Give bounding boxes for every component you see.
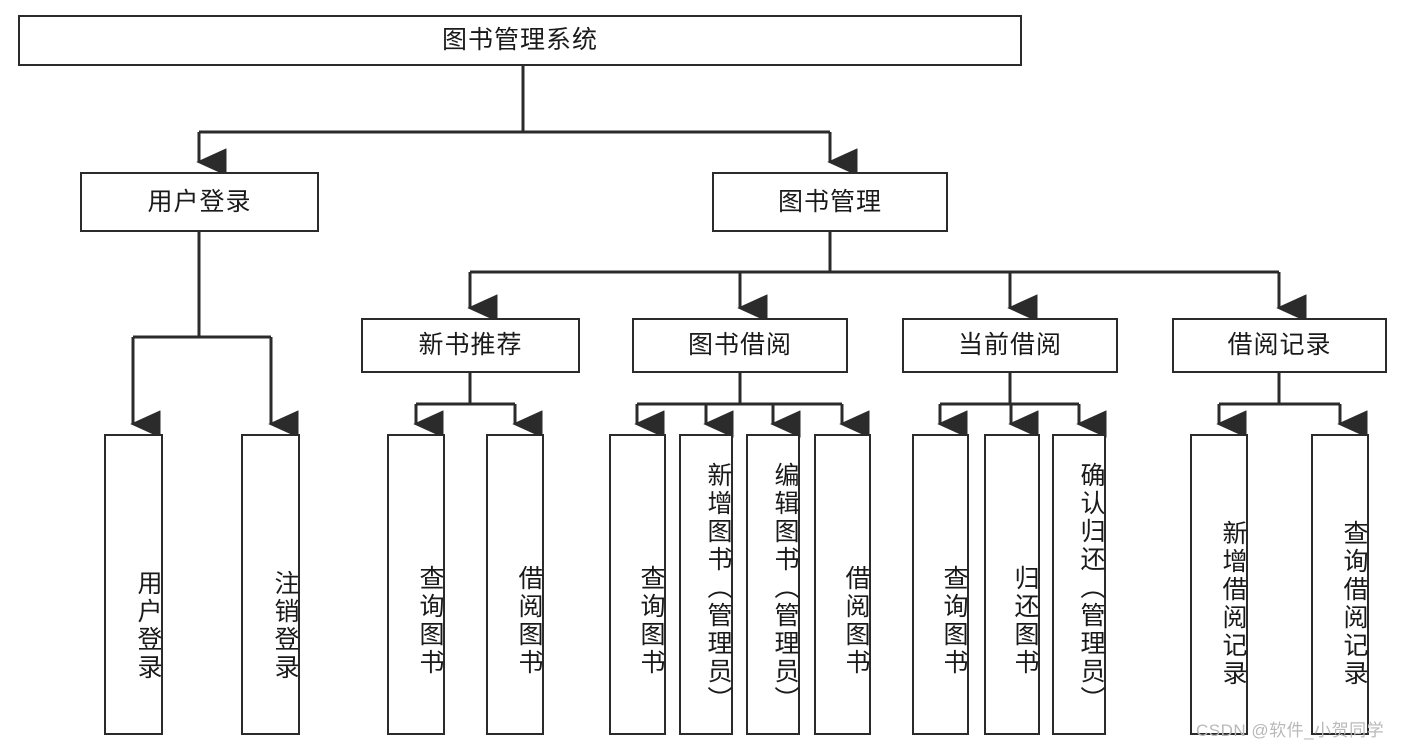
node-new-book-recommend[interactable]: 新书推荐 bbox=[361, 318, 580, 373]
node-leaf-borrow-book-label: 借阅图书 bbox=[842, 564, 870, 677]
node-leaf-query-book-current-label: 查询图书 bbox=[940, 564, 968, 677]
node-root-label: 图书管理系统 bbox=[441, 26, 598, 55]
node-leaf-edit-book[interactable]: 编辑图书（管理员） bbox=[746, 434, 800, 735]
node-user-login[interactable]: 用户登录 bbox=[80, 172, 319, 232]
node-leaf-query-book-recommend-label: 查询图书 bbox=[416, 564, 444, 677]
node-leaf-user-login-label: 用户登录 bbox=[134, 569, 162, 682]
node-current-borrow-label: 当前借阅 bbox=[957, 331, 1062, 360]
node-book-borrow[interactable]: 图书借阅 bbox=[632, 318, 848, 373]
node-leaf-borrow-book-recommend[interactable]: 借阅图书 bbox=[486, 434, 544, 735]
node-leaf-add-book[interactable]: 新增图书（管理员） bbox=[679, 434, 733, 735]
node-leaf-add-book-label: 新增图书（管理员） bbox=[704, 461, 732, 714]
node-user-login-label: 用户登录 bbox=[147, 187, 252, 216]
csdn-watermark: CSDN @软件_小贺同学 bbox=[1196, 721, 1385, 740]
node-leaf-add-borrow-record[interactable]: 新增借阅记录 bbox=[1190, 434, 1248, 735]
node-new-book-recommend-label: 新书推荐 bbox=[418, 331, 523, 360]
node-leaf-query-borrow-record[interactable]: 查询借阅记录 bbox=[1311, 434, 1369, 735]
node-leaf-return-book-label: 归还图书 bbox=[1011, 564, 1039, 677]
node-leaf-query-book-recommend[interactable]: 查询图书 bbox=[387, 434, 445, 735]
node-book-borrow-label: 图书借阅 bbox=[687, 331, 792, 360]
node-borrow-record-label: 借阅记录 bbox=[1227, 331, 1332, 360]
node-leaf-confirm-return[interactable]: 确认归还（管理员） bbox=[1052, 434, 1106, 735]
node-borrow-record[interactable]: 借阅记录 bbox=[1172, 318, 1387, 373]
node-book-management-label: 图书管理 bbox=[777, 187, 882, 216]
node-current-borrow[interactable]: 当前借阅 bbox=[902, 318, 1118, 373]
node-leaf-user-logout[interactable]: 注销登录 bbox=[241, 434, 300, 735]
node-leaf-query-book-borrow-label: 查询图书 bbox=[637, 564, 665, 677]
node-leaf-return-book[interactable]: 归还图书 bbox=[984, 434, 1040, 735]
node-leaf-borrow-book[interactable]: 借阅图书 bbox=[814, 434, 871, 735]
node-leaf-query-book-current[interactable]: 查询图书 bbox=[912, 434, 969, 735]
node-book-management[interactable]: 图书管理 bbox=[712, 172, 948, 232]
node-leaf-add-borrow-record-label: 新增借阅记录 bbox=[1219, 519, 1247, 688]
node-leaf-user-logout-label: 注销登录 bbox=[271, 569, 299, 682]
node-leaf-query-book-borrow[interactable]: 查询图书 bbox=[609, 434, 666, 735]
node-leaf-user-login[interactable]: 用户登录 bbox=[104, 434, 163, 735]
node-leaf-query-borrow-record-label: 查询借阅记录 bbox=[1340, 519, 1368, 688]
node-leaf-confirm-return-label: 确认归还（管理员） bbox=[1077, 461, 1105, 714]
node-leaf-borrow-book-recommend-label: 借阅图书 bbox=[515, 564, 543, 677]
node-root[interactable]: 图书管理系统 bbox=[18, 15, 1022, 66]
node-leaf-edit-book-label: 编辑图书（管理员） bbox=[771, 461, 799, 714]
